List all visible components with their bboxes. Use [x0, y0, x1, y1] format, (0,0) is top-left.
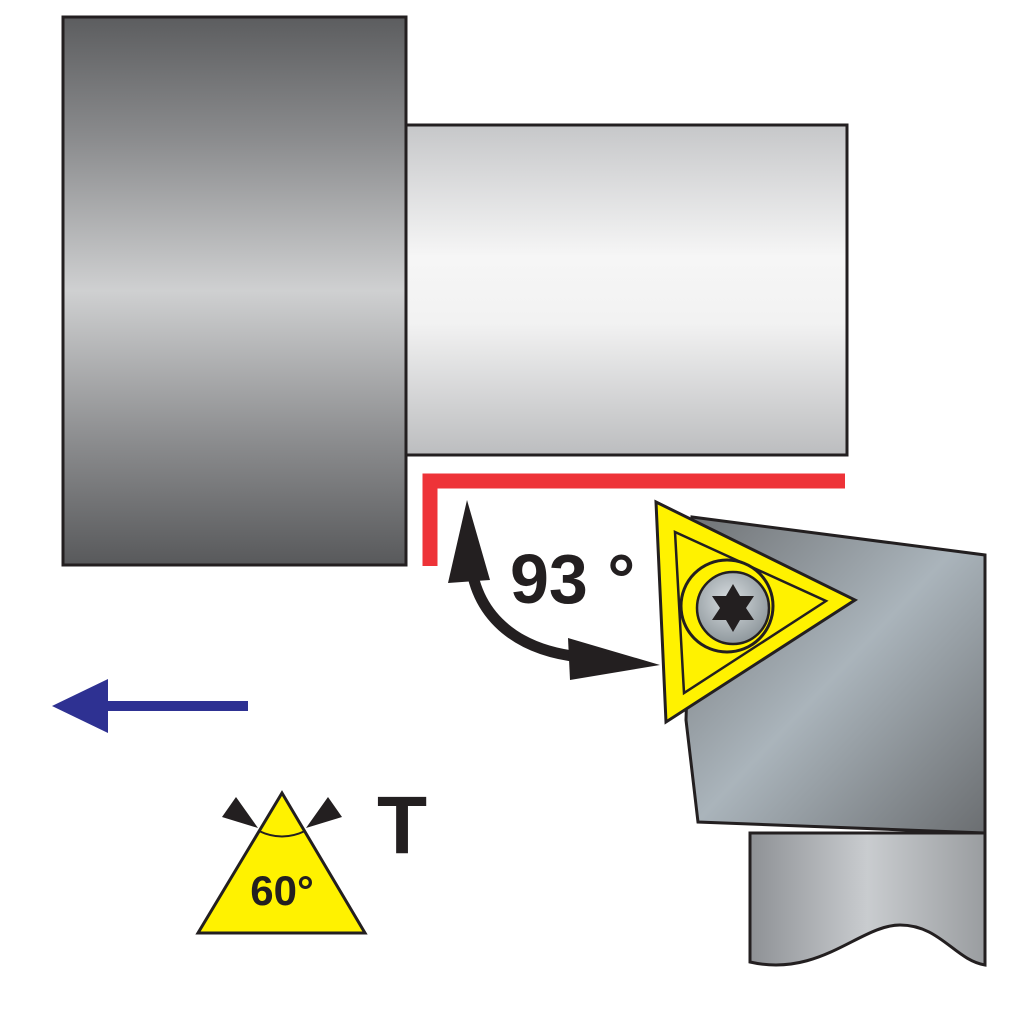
curved-double-arrow-icon [448, 500, 660, 680]
approach-angle-label: 93 ° [510, 540, 635, 618]
torx-screw-icon [695, 570, 771, 646]
angle-arrow-left-icon [222, 797, 258, 828]
insert-shape-triangle [195, 790, 368, 935]
arrow-left-icon [52, 679, 248, 733]
tool-holder-shank [748, 831, 987, 967]
triangle-insert-icon [654, 499, 859, 725]
insert-shape-legend: 60° [195, 790, 368, 935]
angle-arrow-right-icon [306, 797, 342, 828]
insert-angle-label: 60° [250, 867, 314, 914]
insert-shape-code: T [377, 780, 427, 871]
workpiece-small-diameter [404, 123, 849, 457]
workpiece-large-diameter [61, 15, 408, 567]
angle-arc [258, 830, 306, 838]
cut-path [422, 473, 845, 566]
